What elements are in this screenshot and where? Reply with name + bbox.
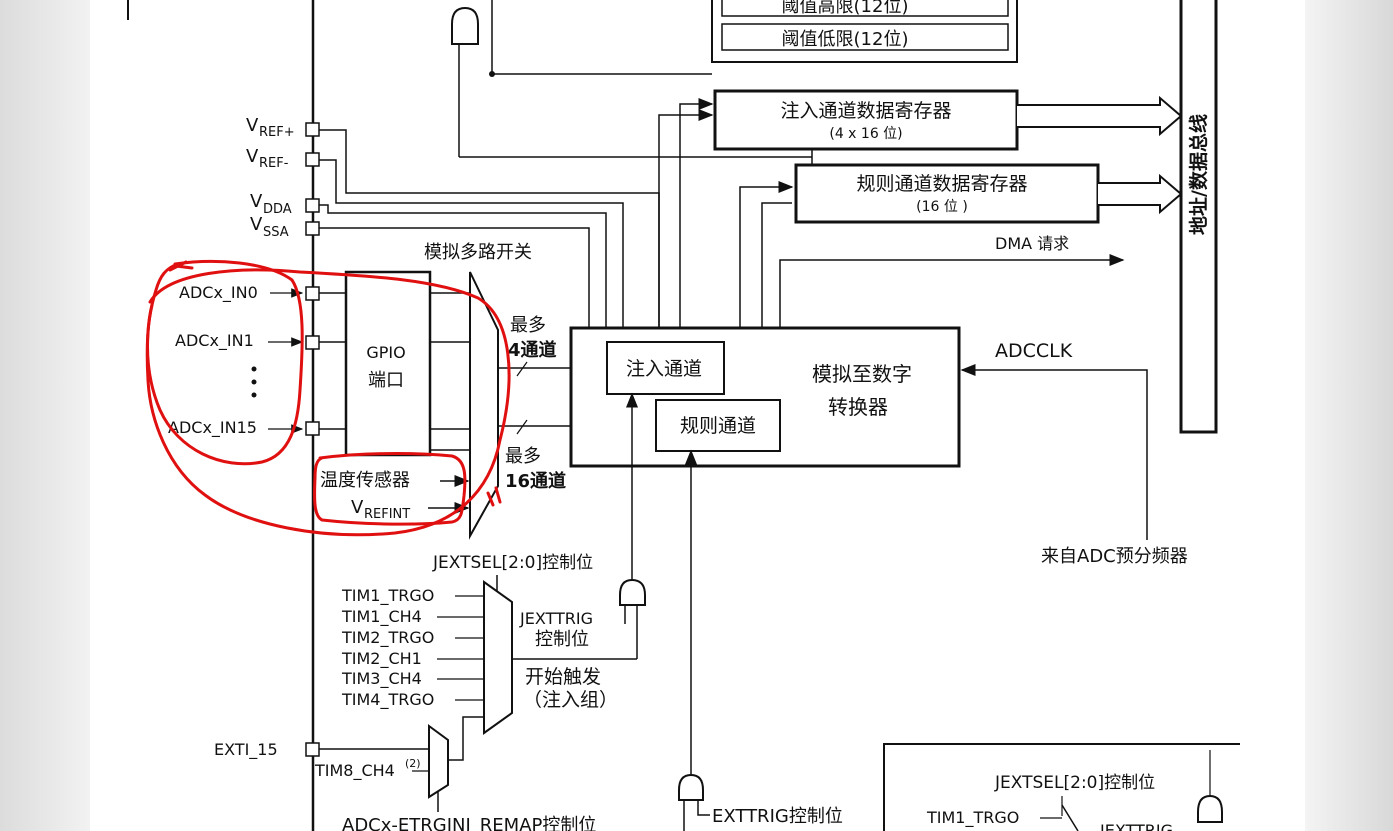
exti15-label: EXTI_15	[214, 740, 278, 760]
trigger-source: TIM2_TRGO	[341, 628, 434, 648]
regular-bus-arrow	[1098, 173, 1183, 215]
exttrig-label: EXTTRIG控制位	[712, 806, 843, 827]
threshold-low-label: 阈值低限(12位)	[782, 29, 909, 50]
threshold-high-label: 阈值高限(12位)	[782, 0, 909, 17]
max-regular-line1: 最多	[505, 446, 541, 467]
gpio-port: GPIO 端口	[344, 270, 432, 457]
injected-data-register: 注入通道数据寄存器 (4 x 16 位)	[713, 89, 1019, 151]
regular-register-title: 规则通道数据寄存器	[856, 173, 1027, 195]
regular-jexttrig-partial: JEXTTRIG	[1099, 821, 1173, 831]
svg-text:REF+: REF+	[259, 125, 295, 140]
input-in0-label: ADCx_IN0	[179, 283, 258, 303]
trigger-source: TIM2_CH1	[341, 649, 422, 669]
svg-text:V: V	[250, 191, 263, 212]
jexttrig-label-1: JEXTTRIG	[519, 609, 593, 628]
right-margin	[1305, 0, 1393, 831]
jexttrig-and-gate	[619, 578, 646, 606]
injected-bus-arrow	[1017, 95, 1183, 137]
trigger-source: TIM4_TRGO	[341, 690, 434, 710]
and-gate-top	[451, 6, 479, 45]
supply-pins: V REF+ V REF- V DDA V SSA	[246, 115, 320, 240]
svg-text:SSA: SSA	[263, 225, 289, 240]
start-trigger-line1: 开始触发	[525, 666, 601, 688]
bus-label: 地址/数据总线	[1187, 114, 1210, 235]
input-group-circle	[145, 268, 511, 537]
regular-trigger-block: JEXTSEL[2:0]控制位 TIM1_TRGO JEXTTRIG	[883, 743, 1240, 831]
dma-request-label: DMA 请求	[995, 234, 1069, 253]
remap-label: ADCx-ETRGINJ_REMAP控制位	[342, 815, 596, 831]
trigger-source: TIM3_CH4	[341, 669, 422, 689]
svg-text:V: V	[250, 214, 263, 235]
analog-mux-label: 模拟多路开关	[424, 242, 532, 263]
injected-register-size: (4 x 16 位)	[829, 126, 902, 142]
trigger-source: TIM1_CH4	[341, 607, 422, 627]
injected-channel-label: 注入通道	[626, 358, 702, 380]
exttrig-and-gate	[678, 773, 704, 801]
tim8-note: (2)	[405, 757, 421, 770]
exti-mux	[428, 724, 449, 799]
regular-tim1-trgo: TIM1_TRGO	[926, 808, 1019, 828]
left-margin	[0, 0, 90, 831]
prescaler-label: 来自ADC预分频器	[1041, 546, 1188, 567]
input-in15-label: ADCx_IN15	[168, 418, 257, 438]
max-regular-line2: 16通道	[505, 470, 566, 492]
injected-trigger-mux	[483, 580, 513, 735]
red-annotation	[145, 259, 511, 537]
svg-text:DDA: DDA	[263, 202, 292, 217]
svg-text:V: V	[246, 146, 259, 167]
jextsel-label: JEXTSEL[2:0]控制位	[432, 553, 593, 573]
injected-trigger-sources: TIM1_TRGO TIM1_CH4 TIM2_TRGO TIM2_CH1 TI…	[341, 586, 484, 710]
trigger-source: TIM1_TRGO	[341, 586, 434, 606]
svg-text:GPIO: GPIO	[366, 343, 405, 362]
regular-channel-label: 规则通道	[680, 415, 756, 437]
converter-line1: 模拟至数字	[812, 362, 912, 386]
vrefint-label: V	[351, 497, 364, 518]
temp-sensor-label: 温度传感器	[320, 470, 410, 491]
input-in1-label: ADCx_IN1	[175, 331, 254, 351]
regular-register-size: (16 位 )	[916, 199, 968, 215]
max-injected-line2: 4通道	[508, 339, 557, 361]
svg-text:V: V	[246, 115, 259, 136]
regular-jextsel-label: JEXTSEL[2:0]控制位	[994, 773, 1155, 793]
start-trigger-line2: （注入组）	[523, 689, 618, 711]
jexttrig-label-2: 控制位	[535, 629, 589, 650]
regular-data-register: 规则通道数据寄存器 (16 位 )	[794, 163, 1100, 224]
svg-text:REFINT: REFINT	[364, 507, 410, 522]
max-injected-line1: 最多	[510, 315, 546, 336]
tim8-ch4-label: TIM8_CH4	[314, 761, 395, 781]
converter-line2: 转换器	[828, 395, 888, 419]
internal-channels-box	[313, 452, 467, 526]
adcclk-label: ADCCLK	[995, 340, 1073, 362]
injected-register-title: 注入通道数据寄存器	[780, 100, 951, 122]
svg-text:REF-: REF-	[259, 156, 289, 171]
threshold-block: 阈值高限(12位) 阈值低限(12位)	[711, 0, 1018, 63]
address-data-bus	[1179, 0, 1218, 434]
adc-converter-block: 注入通道 规则通道 模拟至数字 转换器	[569, 326, 961, 468]
svg-text:端口: 端口	[368, 370, 404, 391]
adc-input-pins: ADCx_IN0 ADCx_IN1 ADCx_IN15	[168, 283, 320, 438]
